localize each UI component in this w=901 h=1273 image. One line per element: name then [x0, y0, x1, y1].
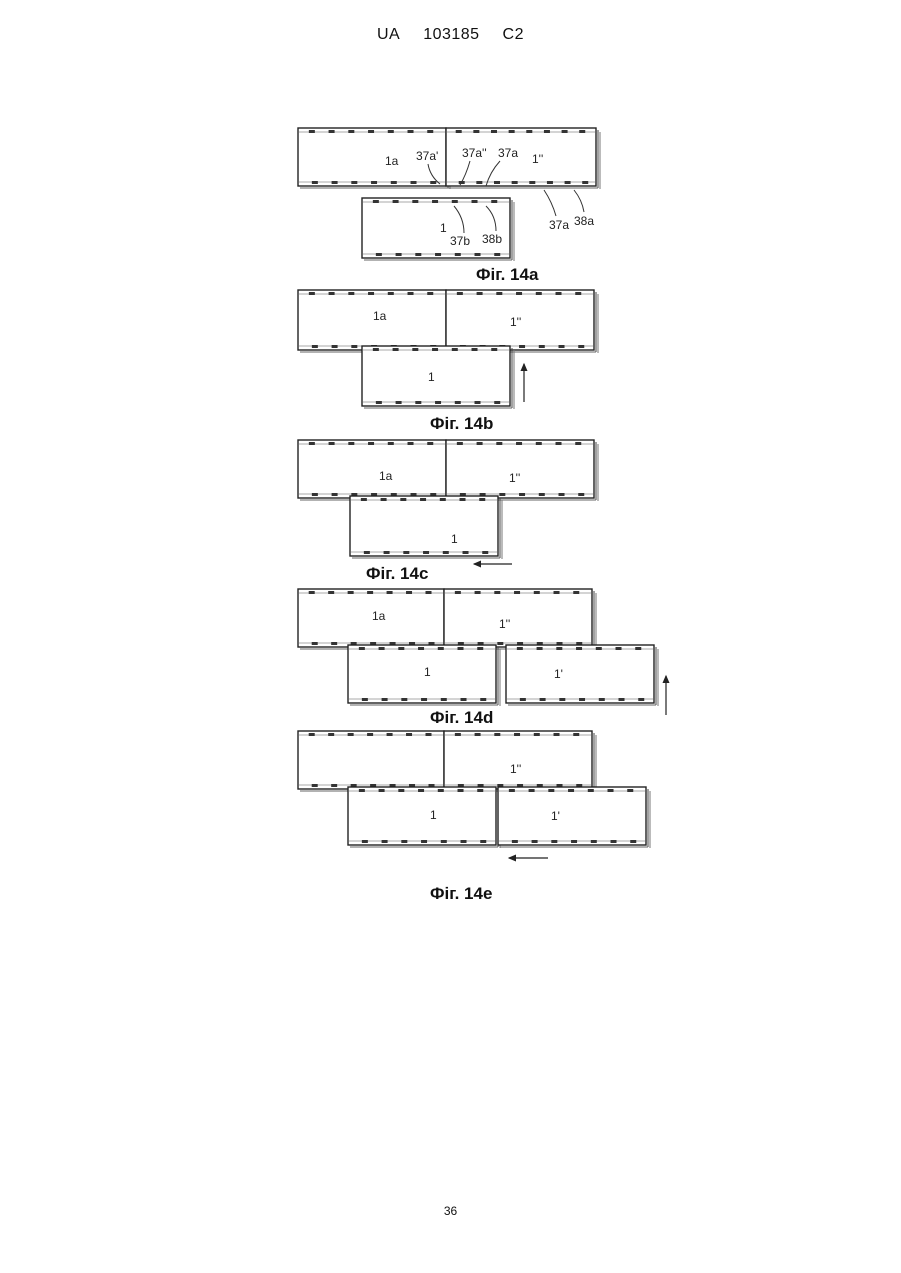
panel-1 — [362, 346, 514, 409]
caption-fig-14c: Фіг. 14c — [366, 564, 428, 583]
ref-37a-prime: 37a' — [416, 149, 438, 163]
label-1-double-prime: 1'' — [510, 762, 521, 776]
label-1-double-prime: 1'' — [509, 471, 520, 485]
panel-1-double-prime — [446, 440, 598, 501]
panel-1-double-prime — [446, 290, 598, 353]
fig-14d: 1a 1'' 1 1' Фіг. 14d — [298, 589, 666, 727]
label-1-double-prime: 1'' — [499, 617, 510, 631]
fig-14c: 1a 1'' 1 Фіг. 14c — [298, 440, 598, 583]
fig-14b: 1a 1'' 1 Фіг. 14b — [298, 290, 598, 433]
label-1: 1 — [430, 808, 437, 822]
ref-37b: 37b — [450, 234, 470, 248]
label-1: 1 — [451, 532, 458, 546]
label-1: 1 — [428, 370, 435, 384]
label-1-prime: 1' — [554, 667, 563, 681]
fig-14a: 1a 1'' 1 37a' 37a'' 37a 37a 38a 37b 38b … — [298, 128, 600, 284]
panel-left-top — [298, 731, 448, 792]
label-1: 1 — [440, 221, 447, 235]
label-1a: 1a — [385, 154, 399, 168]
label-1a: 1a — [372, 609, 386, 623]
panel-1-double-prime — [444, 589, 596, 650]
caption-fig-14e: Фіг. 14e — [430, 884, 492, 903]
ref-38b: 38b — [482, 232, 502, 246]
panel-1-prime — [498, 787, 650, 848]
label-1-prime: 1' — [551, 809, 560, 823]
ref-37a-bottom: 37a — [549, 218, 569, 232]
panel-1 — [362, 198, 514, 261]
panel-1-prime — [506, 645, 658, 706]
fig-14e: 1'' 1 1' Фіг. 14e — [298, 731, 650, 903]
caption-fig-14b: Фіг. 14b — [430, 414, 493, 433]
label-1: 1 — [424, 665, 431, 679]
caption-fig-14d: Фіг. 14d — [430, 708, 493, 727]
panel-1a — [298, 440, 450, 501]
label-1a: 1a — [379, 469, 393, 483]
page-number: 36 — [0, 1204, 901, 1218]
ref-38a: 38a — [574, 214, 594, 228]
caption-fig-14a: Фіг. 14a — [476, 265, 539, 284]
panel-1 — [348, 787, 500, 848]
label-1a: 1a — [373, 309, 387, 323]
leader-38a — [574, 190, 584, 212]
ref-37a-double-prime: 37a'' — [462, 146, 487, 160]
label-1-double-prime: 1'' — [532, 152, 543, 166]
leader-37a-bottom — [544, 190, 556, 216]
ref-37a-top: 37a — [498, 146, 518, 160]
panel-1 — [350, 496, 502, 559]
label-1-double-prime: 1'' — [510, 315, 521, 329]
